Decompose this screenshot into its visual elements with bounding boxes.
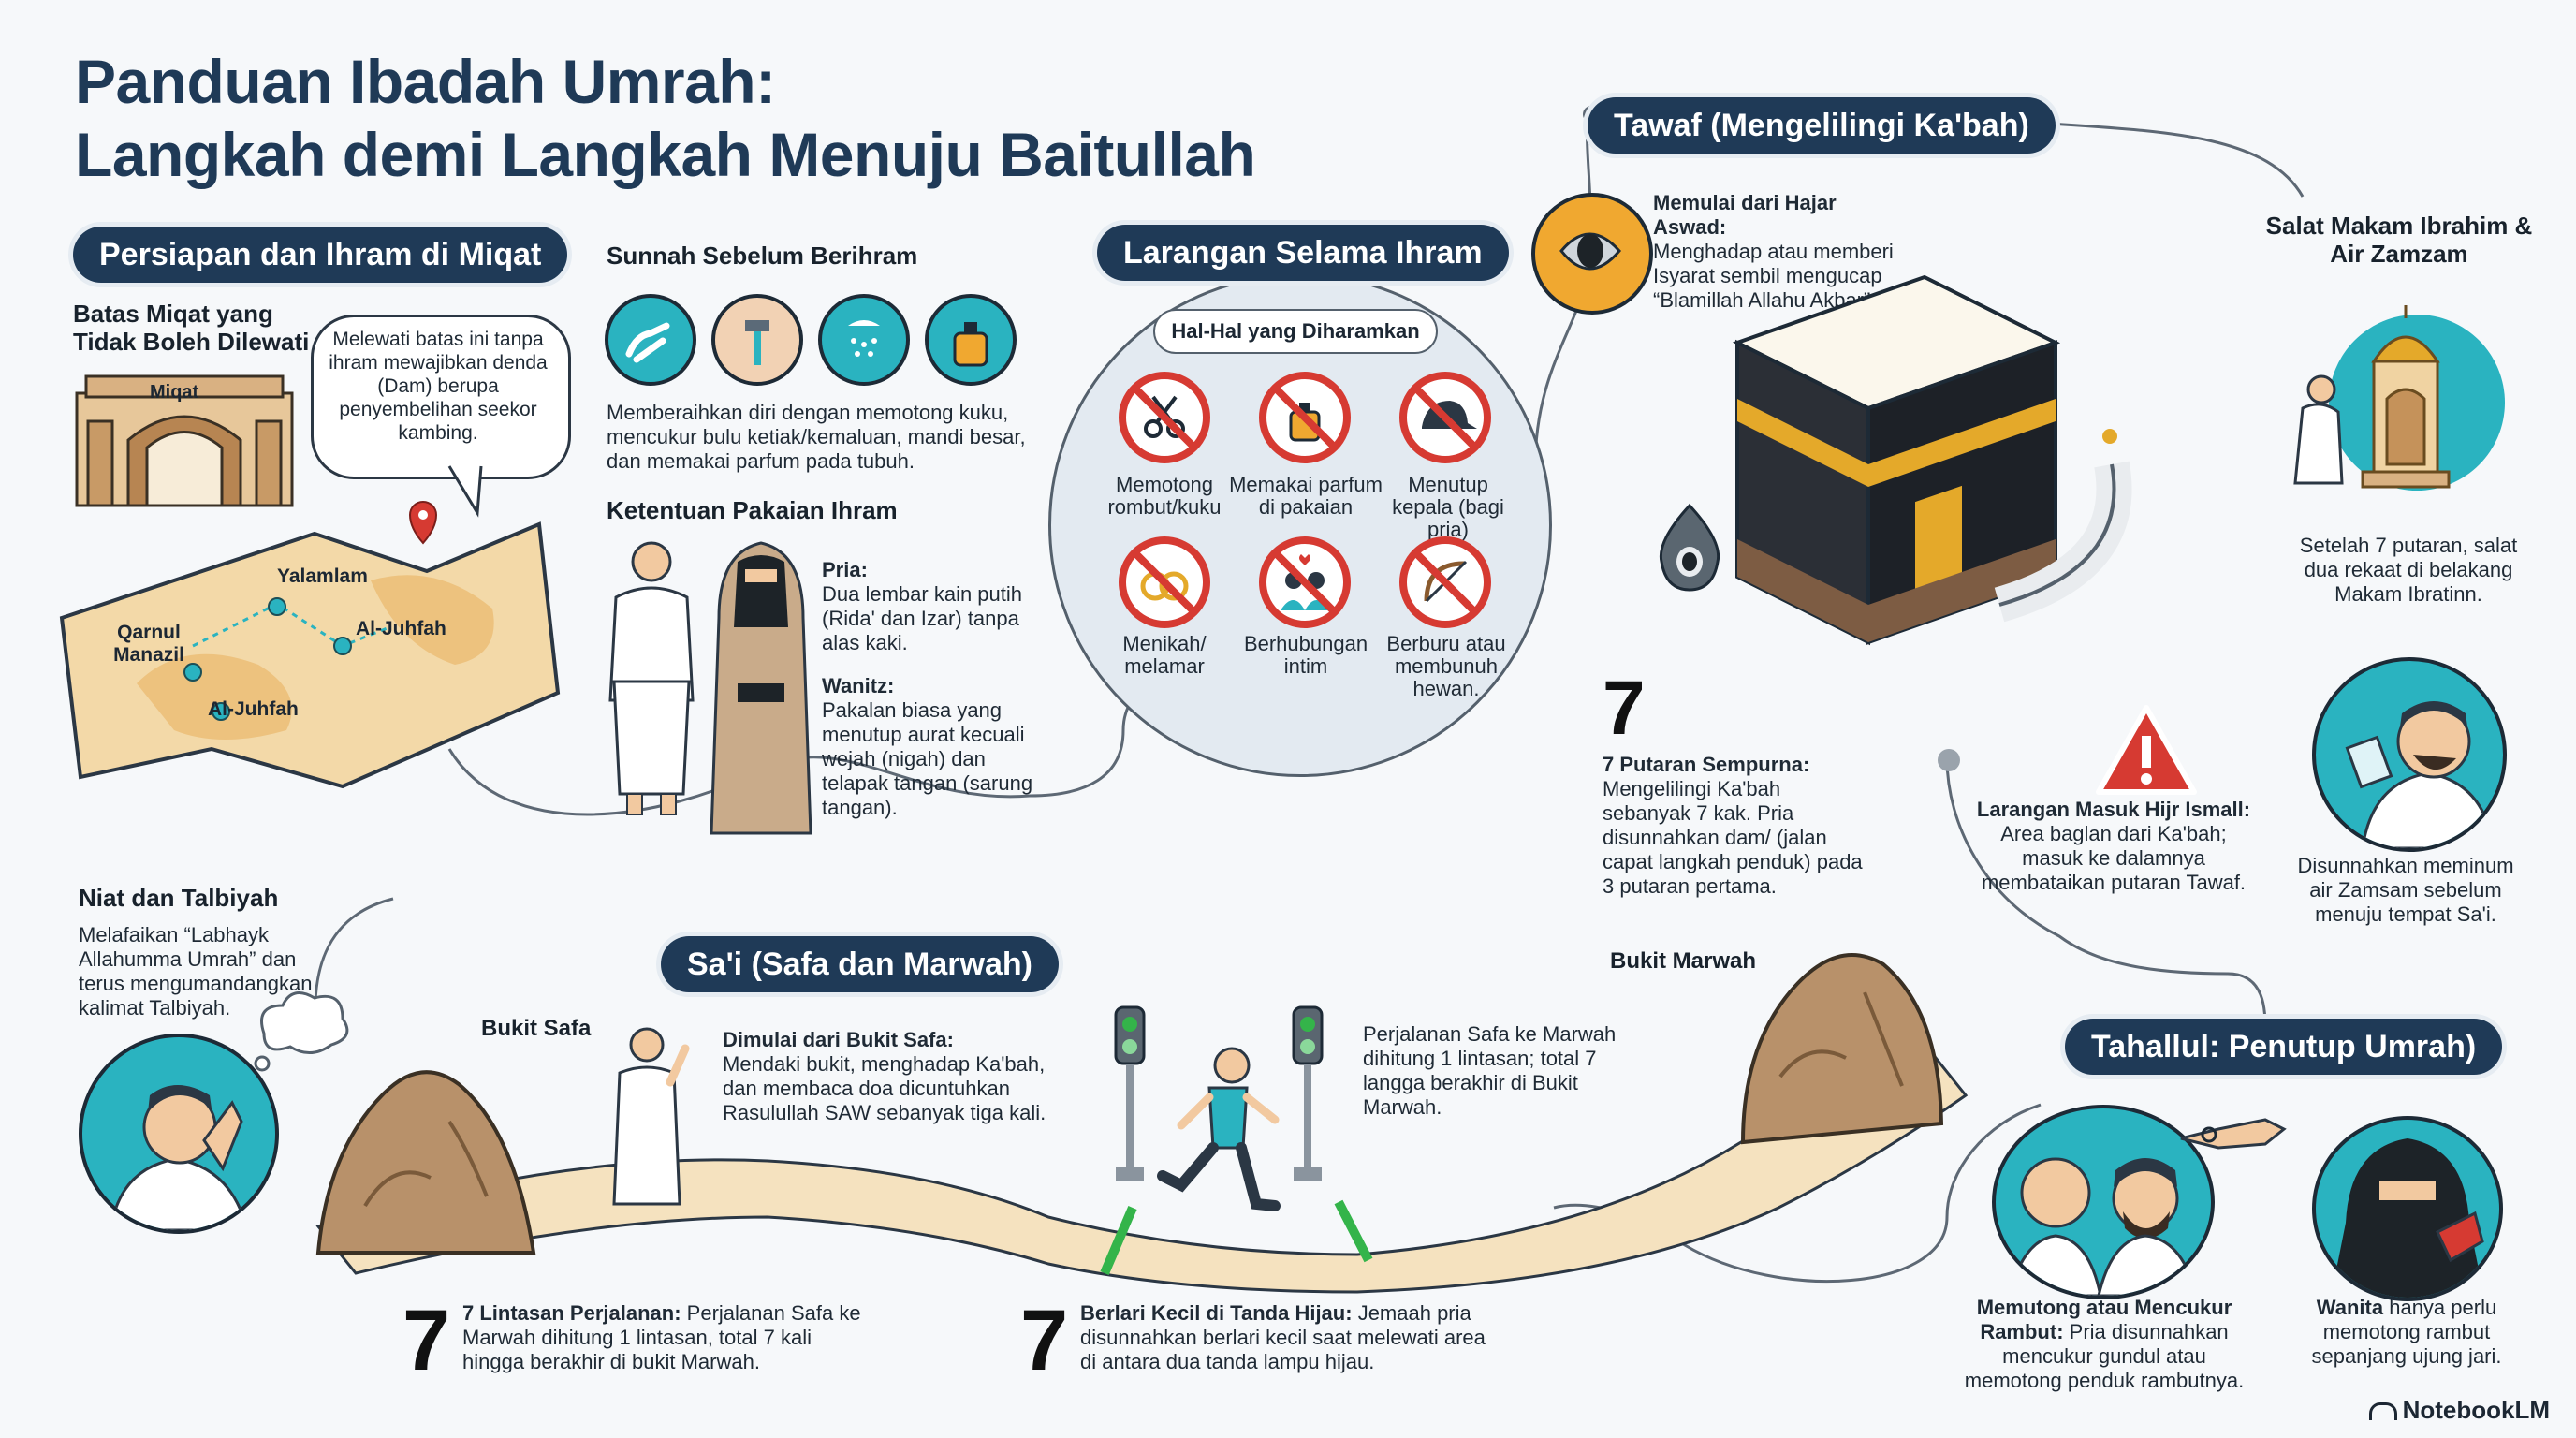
putaran-seven: 7 [1603, 666, 1646, 751]
page-title: Panduan Ibadah Umrah: Langkah demi Langk… [75, 45, 1256, 191]
tahallul-man-illustration [1992, 1105, 2215, 1299]
miqat-warning-bubble [311, 315, 571, 479]
warning-icon [2096, 705, 2197, 795]
salat-text-2: Disunnahkan meminum air Zamsam sebelum m… [2297, 854, 2514, 926]
sai-start-text: Mendaki bukit, menghadap Ka'bah, dan mem… [723, 1052, 1046, 1124]
rings-icon [1118, 536, 1211, 629]
hajar-aswad-stone [1659, 503, 1720, 592]
salat-text-1: Setelah 7 putaran, salat dua rekaat di b… [2299, 534, 2518, 606]
sunnah-text: Memberaihkan diri dengan memotong kuku, … [607, 401, 1026, 473]
shaving-icon [711, 294, 803, 386]
perfume-icon [925, 294, 1017, 386]
kaaba-illustration [1732, 274, 2132, 646]
nail-clipping-icon [605, 294, 696, 386]
miqat-map [59, 501, 561, 789]
makam-ibrahim-illustration [2293, 305, 2451, 489]
ihram-man-illustration [608, 541, 695, 815]
hajar-title: Memulai dari Hajar Aswad: [1653, 191, 1837, 239]
map-label-al-juhfah-2: Al-Juhfah [208, 698, 299, 720]
brand-text: NotebookLM [2402, 1396, 2550, 1424]
green-light-left [1114, 1005, 1146, 1181]
berlari-title: Berlari Kecil di Tanda Hijau: [1080, 1301, 1353, 1325]
niat-heading: Niat dan Talbiyah [79, 884, 279, 912]
map-label-al-juhfah-1: Al-Juhfah [356, 618, 446, 639]
tahallul-woman-illustration [2312, 1116, 2503, 1301]
couple-icon [1258, 536, 1352, 629]
scissors-icon [1118, 371, 1211, 464]
praying-man-safa [612, 1027, 690, 1206]
wanita-text: Pakalan biasa yang menutup aurat kecuali… [822, 698, 1033, 819]
brand-icon [2368, 1402, 2397, 1420]
hijr-text: Area baglan dari Ka'bah; masuk ke dalamn… [1981, 822, 2247, 894]
hajar-aswad-icon [1531, 193, 1653, 315]
putaran-title: 7 Putaran Sempurna: [1603, 753, 1810, 776]
tahallul-pria-title: Memutong atau Mencukur Rambut: [1976, 1296, 2232, 1343]
tahallul-wanita-title: Wanita [2316, 1296, 2384, 1319]
scissors-hand-icon [2180, 1118, 2287, 1150]
bukit-marwah-hill [1740, 953, 1944, 1145]
brand-logo: NotebookLM [2368, 1396, 2550, 1425]
salat-heading: Salat Makam Ibrahim & Air Zamzam [2265, 212, 2533, 268]
tahallul-pria-text: Pria disunnahkan mencukur gundul atau me… [1964, 1320, 2245, 1392]
larangan-label-3: Menutup kepala (bagi pria) [1392, 473, 1504, 541]
larangan-circle [1048, 273, 1552, 777]
shower-icon [818, 294, 910, 386]
cap-icon [1398, 371, 1492, 464]
niat-text: Melafaikan “Labhayk Allahumma Umrah” dan… [79, 923, 313, 1020]
sai-route-text: Perjalanan Safa ke Marwah dihitung 1 lin… [1363, 1022, 1617, 1119]
hajar-text: Menghadap atau memberi Isyarat sembil me… [1653, 240, 1894, 312]
tahallul-wanita-text: hanya perlu memotong rambut sepanjang uj… [2311, 1296, 2502, 1368]
miqat-heading: Batas Miqat yang Tidak Boleh Dilewati [73, 300, 310, 356]
bukit-safa-label: Bukit Safa [481, 1016, 592, 1041]
niat-illustration [79, 1034, 279, 1234]
putaran-text: Mengelilingi Ka'bah sebanyak 7 kak. Pria… [1603, 777, 1863, 898]
sai-start-title: Dimulai dari Bukit Safa: [723, 1028, 954, 1051]
larangan-label-5: Berhubungan intim [1243, 632, 1368, 678]
running-man [1157, 1047, 1281, 1211]
larangan-label-1: Memotong rombut/kuku [1107, 473, 1222, 519]
ihram-woman-illustration [710, 541, 812, 835]
bukit-safa-hill [315, 1070, 536, 1255]
larangan-pill: Larangan Selama Ihram [1097, 225, 1509, 281]
tahallul-pill: Tahallul: Penutup Umrah) [2065, 1019, 2503, 1075]
wanita-title: Wanitz: [822, 674, 895, 697]
green-light-right [1292, 1005, 1324, 1181]
map-label-qarnul-manazil: Qarnul Manazil [113, 622, 184, 666]
tawaf-pill: Tawaf (Mengelilingi Ka'bah) [1588, 97, 2056, 154]
miqat-section-pill: Persiapan dan Ihram di Miqat [73, 227, 568, 283]
clothing-heading: Ketentuan Pakaian Ihram [607, 496, 898, 524]
miqat-gate-label: Miqat [150, 382, 199, 403]
perfume-banned-icon [1258, 371, 1352, 464]
lintasan-seven: 7 [402, 1293, 451, 1388]
berlari-text: Jemaah pria disunnahkan berlari kecil sa… [1080, 1301, 1486, 1373]
lintasan-text: Perjalanan Safa ke Marwah dihitung 1 lin… [462, 1301, 861, 1373]
pria-text: Dua lembar kain putih (Rida' dan Izar) t… [822, 582, 1023, 654]
miqat-gate-illustration [75, 374, 294, 507]
hijr-title: Larangan Masuk Hijr Ismall: [1976, 798, 2251, 821]
lintasan-title: 7 Lintasan Perjalanan: [462, 1301, 681, 1325]
larangan-label-4: Menikah/ melamar [1122, 632, 1207, 678]
bow-arrow-icon [1398, 536, 1492, 629]
sunnah-heading: Sunnah Sebelum Berihram [607, 242, 918, 270]
map-label-yalamlam: Yalamlam [277, 565, 368, 587]
zamzam-illustration [2312, 657, 2507, 852]
sai-road [315, 1047, 1969, 1294]
bubble-tail [447, 465, 483, 518]
title-line-1: Panduan Ibadah Umrah: [75, 47, 776, 116]
larangan-label-2: Memakai parfum di pakaian [1229, 473, 1383, 519]
larangan-label-6: Berburu atau membunuh hewan. [1386, 632, 1506, 700]
pria-title: Pria: [822, 558, 868, 581]
title-line-2: Langkah demi Langkah Menuju Baitullah [75, 120, 1256, 189]
larangan-subpill: Hal-Hal yang Diharamkan [1153, 309, 1438, 354]
berlari-seven: 7 [1020, 1293, 1069, 1388]
bukit-marwah-label: Bukit Marwah [1610, 948, 1757, 974]
sai-pill: Sa'i (Safa dan Marwah) [661, 936, 1059, 992]
thought-cloud [254, 991, 349, 1072]
miqat-bubble-text: Melewati batas ini tanpa ihram mewajibka… [329, 329, 548, 444]
